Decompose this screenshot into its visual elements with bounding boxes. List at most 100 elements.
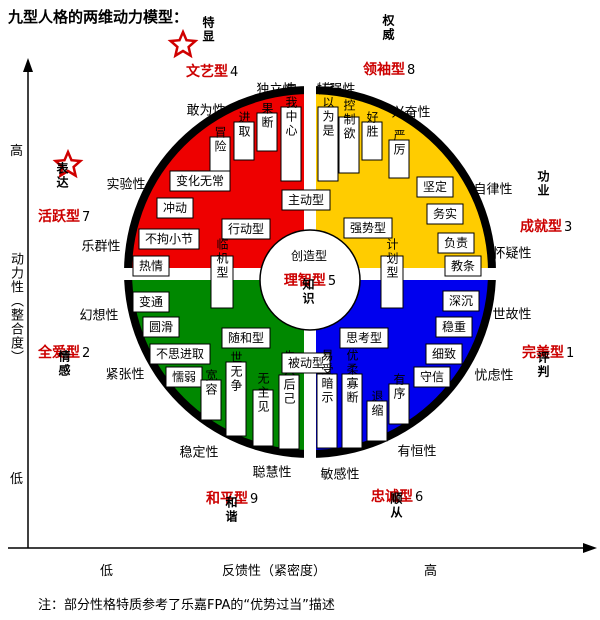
word-reqing-box bbox=[132, 255, 170, 277]
y-axis-title: 动力性（整合度） bbox=[8, 252, 23, 364]
word-yanli: 严厉 bbox=[392, 129, 406, 157]
center-chuangzao: 创造型 bbox=[291, 249, 327, 263]
word-yishouanshi-box bbox=[316, 373, 338, 449]
word-xingdong-box bbox=[221, 218, 271, 240]
word-jiaotiao-box bbox=[444, 255, 482, 277]
type-desc-t1: 评判 bbox=[536, 351, 550, 379]
word-xianrenhouji-box bbox=[278, 374, 300, 450]
word-nuoruo: 懦弱 bbox=[172, 369, 196, 384]
trait-huaiyi: 怀疑性 bbox=[492, 246, 531, 262]
trait-ganwei: 敢为性 bbox=[186, 104, 225, 119]
type-num-t9: 9 bbox=[250, 492, 258, 507]
word-xizhi: 细致 bbox=[432, 347, 456, 361]
word-xingdong: 行动型 bbox=[228, 222, 264, 236]
word-maoxian: 冒险 bbox=[213, 126, 227, 154]
word-guoduan-box bbox=[256, 112, 278, 152]
type-name-t3: 成就型 bbox=[520, 218, 562, 235]
x-axis-title: 反馈性（紧密度） bbox=[222, 564, 327, 579]
star-icon-type4 bbox=[167, 28, 199, 59]
word-shenchen-box bbox=[442, 290, 480, 312]
type-num-t1: 1 bbox=[566, 346, 574, 361]
word-jianding: 坚定 bbox=[423, 179, 447, 194]
word-youroushuaduan: 优柔寡断 bbox=[345, 349, 359, 405]
type-num-t3: 3 bbox=[564, 220, 572, 235]
word-wushi-box bbox=[426, 203, 464, 225]
word-chongdong-box bbox=[156, 197, 194, 219]
word-yushiwuzheng: 与世无争 bbox=[229, 337, 243, 393]
type-name-t9: 和平型 bbox=[206, 490, 248, 507]
type-name-t4: 文艺型 bbox=[186, 63, 228, 80]
word-suihe: 随和型 bbox=[228, 330, 264, 345]
word-kuanrong: 宽容 bbox=[204, 368, 218, 397]
trait-shiyan: 实验性 bbox=[106, 177, 145, 193]
word-busi-box bbox=[149, 343, 211, 365]
word-beidong: 被动型 bbox=[288, 356, 324, 370]
word-ziyiweishi: 自以为是 bbox=[321, 82, 335, 138]
footnote: 注：部分性格特质参考了乐嘉FPA的“优势过当”描述 bbox=[38, 598, 335, 613]
x-axis-arrow bbox=[583, 543, 597, 553]
word-shouxin: 守信 bbox=[420, 370, 444, 384]
word-sikao: 思考型 bbox=[346, 331, 382, 345]
word-wuzhujian-box bbox=[252, 389, 274, 447]
word-wenzhong: 稳重 bbox=[442, 319, 466, 334]
word-jihua-box bbox=[380, 255, 404, 309]
star-icon-type7 bbox=[52, 148, 84, 179]
word-nuoruo-box bbox=[165, 366, 203, 388]
word-tuisuo: 退缩 bbox=[370, 390, 384, 418]
word-qiangshi-box bbox=[343, 217, 393, 239]
trait-wending: 稳定性 bbox=[179, 445, 218, 461]
word-jiaotiao: 教条 bbox=[451, 258, 475, 273]
word-ziwozhongxin: 自我中心 bbox=[284, 82, 298, 138]
trait-xingfen: 兴奋性 bbox=[391, 106, 430, 121]
word-youxu: 有序 bbox=[392, 373, 406, 401]
y-axis-arrow bbox=[23, 58, 33, 72]
x-axis-high: 高 bbox=[424, 564, 438, 579]
word-sikao-box bbox=[339, 327, 389, 349]
word-zhudong-box bbox=[281, 189, 331, 211]
trait-duli: 独立性 bbox=[256, 83, 295, 98]
trait-teqiang: 特强性 bbox=[316, 83, 355, 98]
trait-lequn: 乐群性 bbox=[81, 240, 120, 255]
type-desc-t2: 情感 bbox=[57, 349, 71, 378]
type-num-t8: 8 bbox=[407, 63, 415, 78]
word-linji-box bbox=[210, 255, 234, 309]
trait-conghui: 聪慧性 bbox=[252, 465, 291, 481]
word-wushi: 务实 bbox=[433, 206, 457, 221]
word-jihua: 计划型 bbox=[385, 238, 399, 280]
type-num-t4: 4 bbox=[230, 65, 238, 80]
word-yushiwuzheng-box bbox=[225, 361, 247, 437]
trait-youlv: 忧虑性 bbox=[474, 369, 513, 384]
word-bianhua: 变化无常 bbox=[176, 173, 224, 188]
word-bujuxiaojie-box bbox=[138, 228, 200, 250]
word-xizhi-box bbox=[425, 343, 463, 365]
word-shenchen: 深沉 bbox=[449, 294, 473, 308]
word-kongzhiyu-box bbox=[338, 116, 360, 174]
word-jianding-box bbox=[416, 176, 454, 198]
type-name-t5: 理智型 bbox=[284, 272, 326, 289]
type-desc-t4: 特显 bbox=[201, 15, 215, 44]
word-linji: 临机型 bbox=[215, 238, 229, 280]
y-axis-high: 高 bbox=[10, 144, 24, 159]
type-num-t6: 6 bbox=[415, 490, 423, 505]
word-fuze: 负责 bbox=[444, 236, 468, 250]
word-bujuxiaojie: 不拘小节 bbox=[145, 232, 193, 246]
type-num-t5: 5 bbox=[328, 274, 336, 289]
word-busi: 不思进取 bbox=[156, 347, 204, 361]
trait-huanxiang: 幻想性 bbox=[79, 308, 118, 324]
type-name-t2: 全爱型 bbox=[37, 344, 80, 361]
trait-zilu: 自律性 bbox=[473, 183, 512, 198]
word-kongzhiyu: 控制欲 bbox=[342, 99, 356, 141]
word-shouxin-box bbox=[413, 366, 451, 388]
word-ziwozhongxin-box bbox=[280, 106, 302, 182]
word-kuanrong-box bbox=[200, 379, 222, 421]
word-chongdong: 冲动 bbox=[163, 200, 187, 215]
word-ziyiweishi-box bbox=[317, 106, 339, 182]
word-fuze-box bbox=[437, 232, 475, 254]
word-jinqu-box bbox=[233, 121, 255, 161]
